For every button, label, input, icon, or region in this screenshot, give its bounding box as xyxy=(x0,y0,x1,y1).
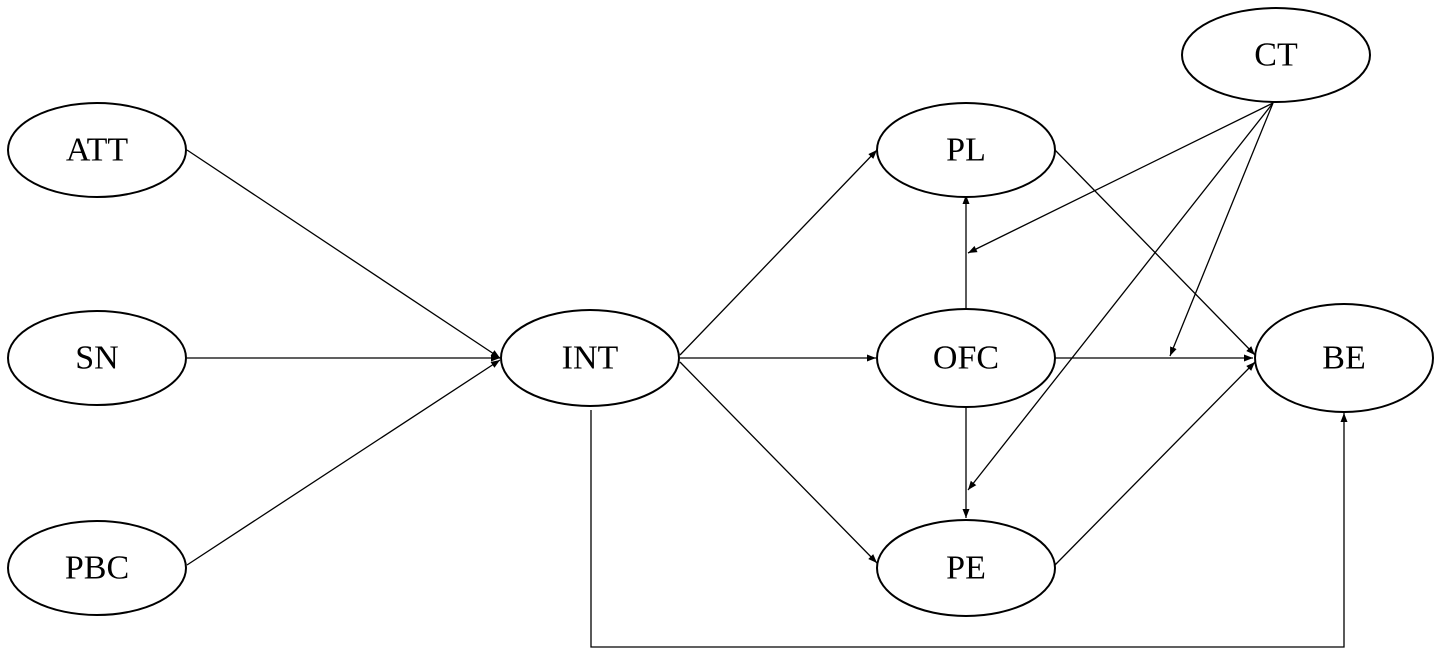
edge-ct-ofc-be xyxy=(1169,102,1274,357)
node-label: PL xyxy=(946,132,986,169)
edge-int-pe xyxy=(679,361,878,564)
node-label: ATT xyxy=(66,132,129,169)
node-att: ATT xyxy=(7,102,187,198)
node-label: PBC xyxy=(65,550,129,587)
node-label: SN xyxy=(75,340,118,377)
edge-int-pl xyxy=(679,149,878,356)
node-ofc: OFC xyxy=(876,308,1056,408)
node-label: INT xyxy=(562,340,619,377)
node-pbc: PBC xyxy=(7,520,187,616)
edges xyxy=(186,102,1348,648)
edge-pbc-int xyxy=(186,359,501,566)
edge-ct-ofc-pe xyxy=(967,102,1274,491)
node-be: BE xyxy=(1254,303,1434,413)
edge-int-be xyxy=(590,410,1348,648)
node-sn: SN xyxy=(7,310,187,406)
node-int: INT xyxy=(500,309,680,407)
edge-ct-ofc-pl xyxy=(967,102,1274,254)
edge-pe-be xyxy=(1054,361,1256,566)
node-ct: CT xyxy=(1181,7,1371,103)
node-label: OFC xyxy=(933,340,999,377)
node-label: BE xyxy=(1322,340,1365,377)
node-pl: PL xyxy=(876,102,1056,198)
edge-att-int xyxy=(186,149,501,359)
node-label: CT xyxy=(1254,37,1298,74)
node-label: PE xyxy=(946,550,986,587)
node-pe: PE xyxy=(876,519,1056,617)
